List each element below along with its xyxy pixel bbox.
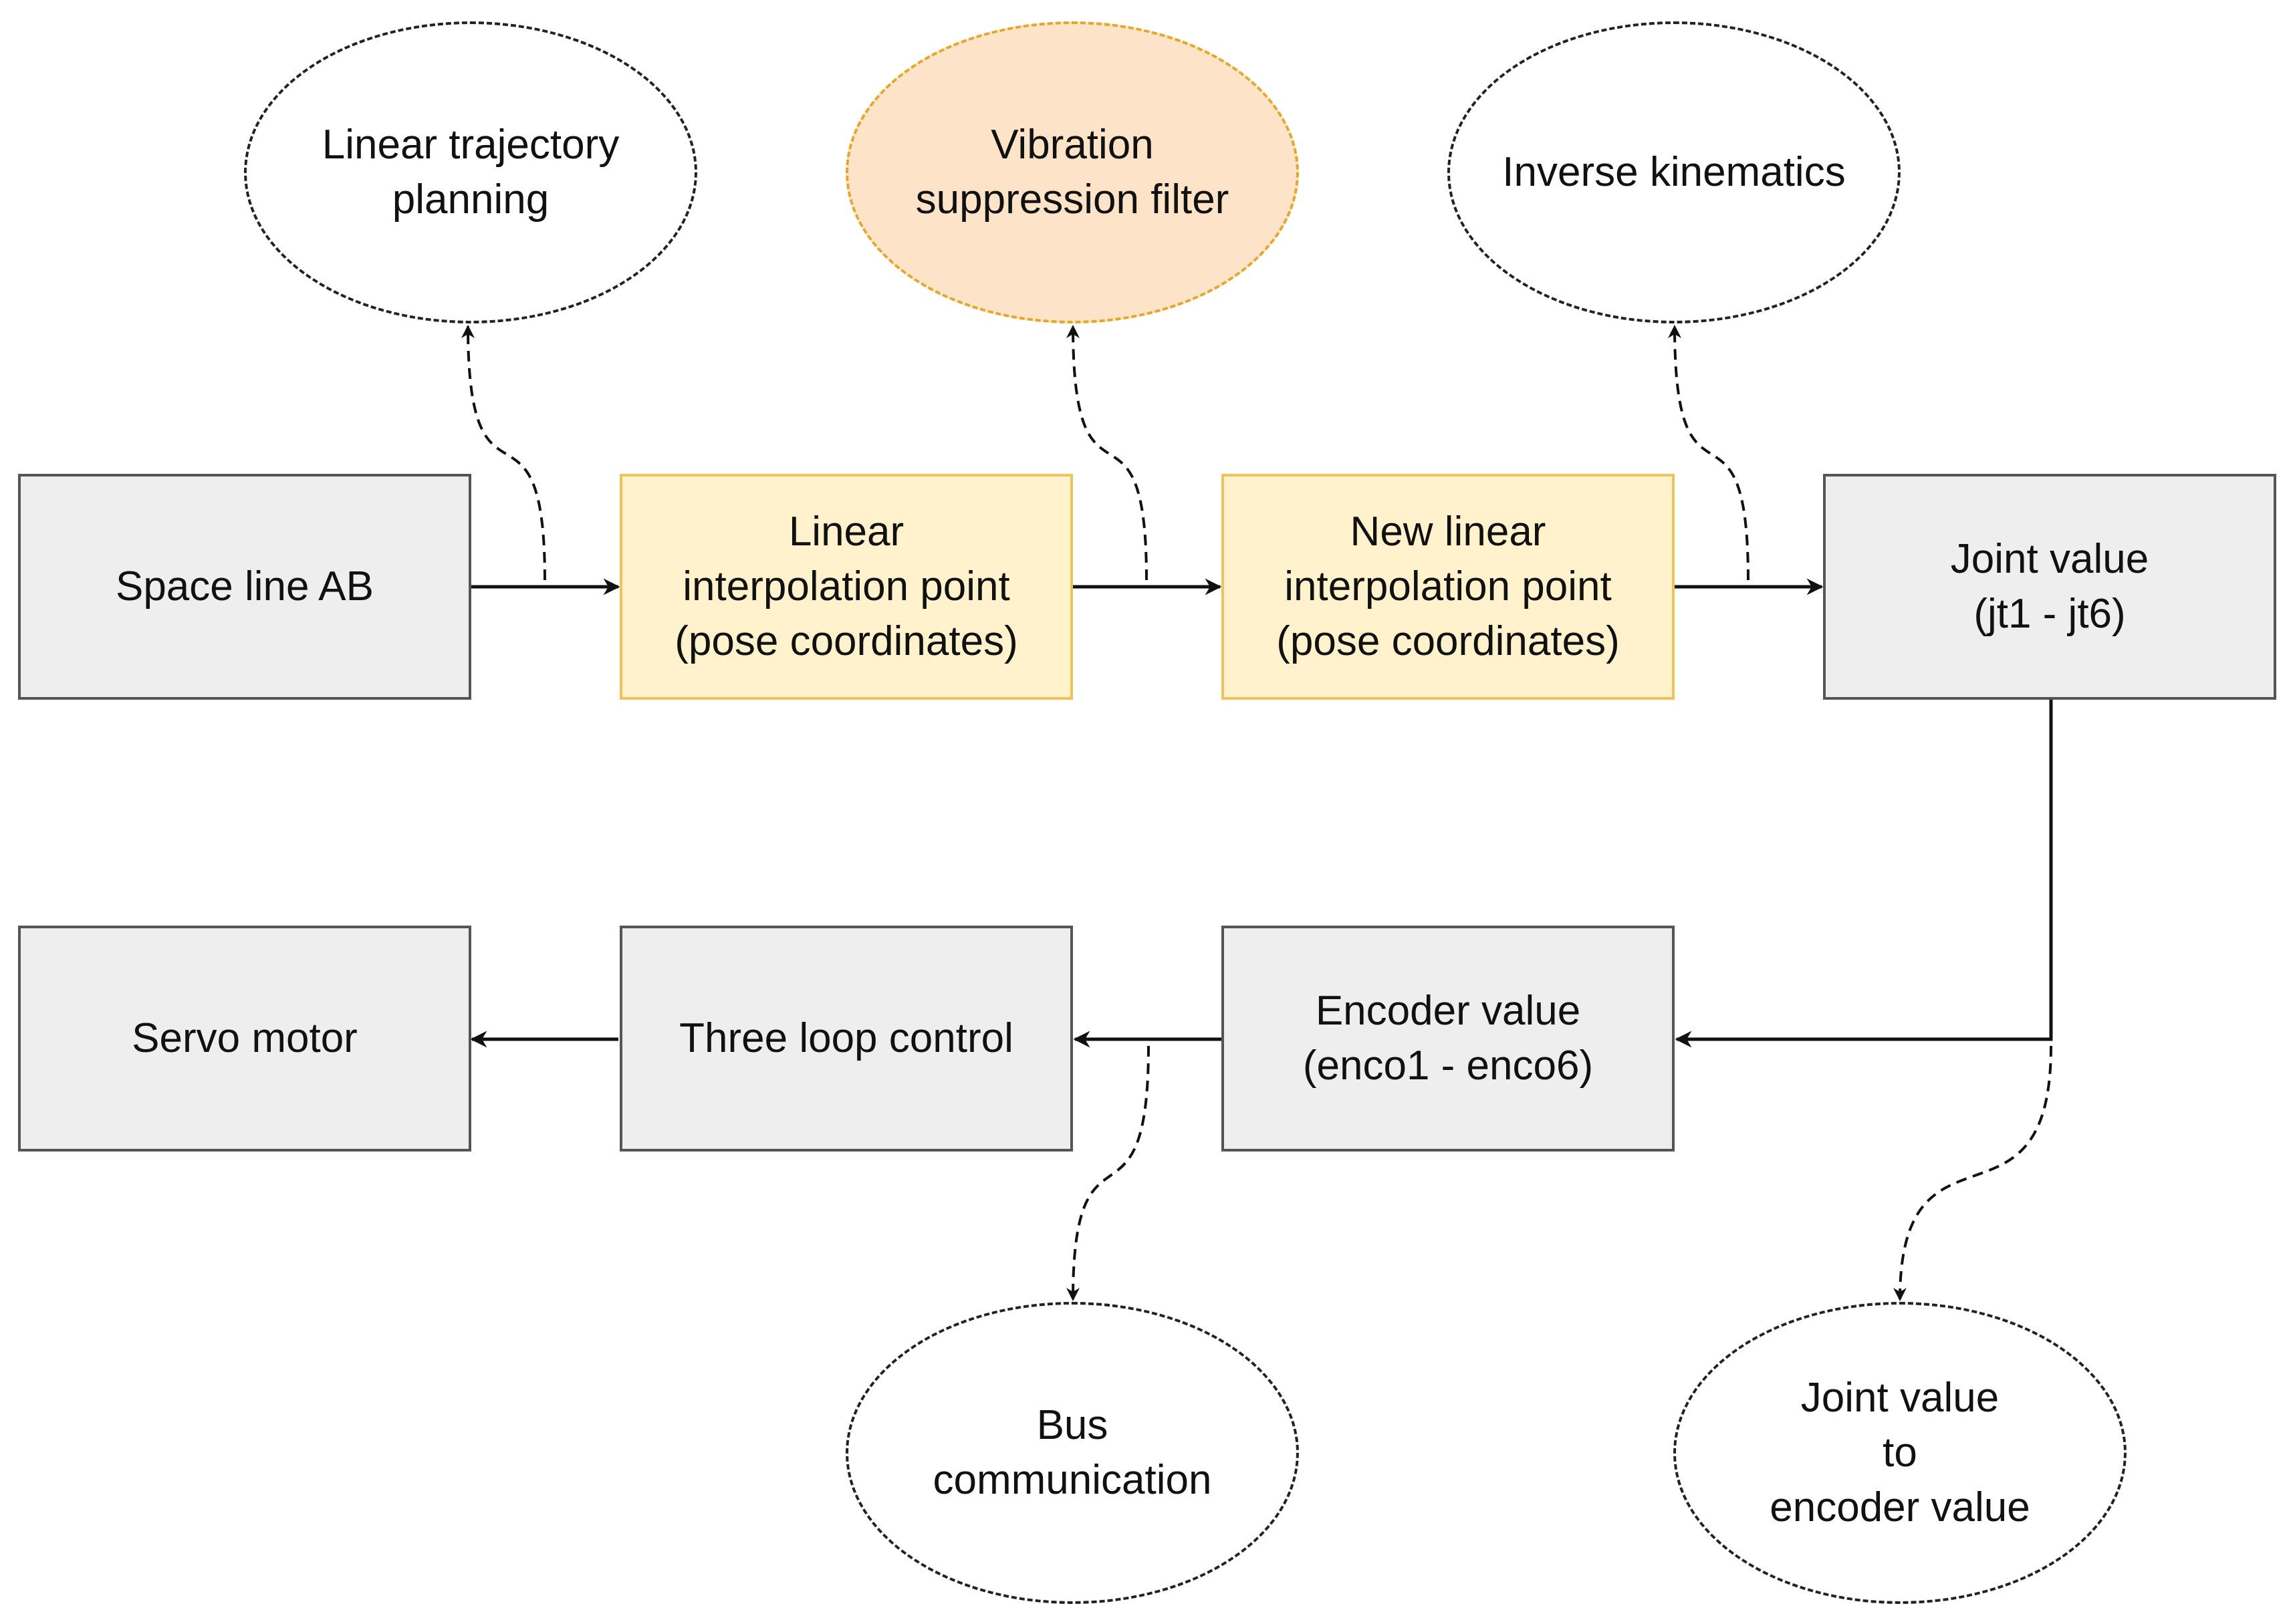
space-line-ab-box: Space line AB <box>18 474 471 700</box>
joint-value-to-encoder-value-label: Joint value to encoder value <box>1770 1375 2030 1530</box>
inverse-kinematics-oval: Inverse kinematics <box>1447 21 1901 323</box>
dashed-link-linear-trajectory <box>461 325 546 581</box>
new-linear-interpolation-point-box: New linear interpolation point (pose coo… <box>1221 474 1675 700</box>
linear-trajectory-planning-oval: Linear trajectory planning <box>244 21 697 323</box>
dashed-link-bus-communication <box>1066 1045 1150 1301</box>
joint-value-to-encoder-value-oval: Joint value to encoder value <box>1673 1302 2127 1604</box>
encoder-value-box: Encoder value (enco1 - enco6) <box>1221 926 1675 1152</box>
three-loop-control-label: Three loop control <box>679 1015 1013 1061</box>
vibration-suppression-filter-label: Vibration suppression filter <box>915 122 1229 223</box>
joint-value-label: Joint value (jt1 - jt6) <box>1950 536 2149 637</box>
vibration-suppression-filter-oval: Vibration suppression filter <box>846 21 1299 323</box>
servo-motor-box: Servo motor <box>18 926 471 1152</box>
bus-communication-label: Bus communication <box>933 1402 1212 1503</box>
dashed-link-vibration-filter <box>1066 325 1148 581</box>
new-linear-interpolation-point-label: New linear interpolation point (pose coo… <box>1276 509 1620 664</box>
linear-interpolation-point-box: Linear interpolation point (pose coordin… <box>620 474 1073 700</box>
bus-communication-oval: Bus communication <box>846 1302 1299 1604</box>
dashed-link-joint-to-encoder <box>1893 1045 2052 1301</box>
servo-motor-label: Servo motor <box>132 1015 358 1061</box>
encoder-value-label: Encoder value (enco1 - enco6) <box>1302 988 1594 1089</box>
linear-trajectory-planning-label: Linear trajectory planning <box>322 122 620 223</box>
three-loop-control-box: Three loop control <box>620 926 1073 1152</box>
joint-value-box: Joint value (jt1 - jt6) <box>1823 474 2276 700</box>
inverse-kinematics-label: Inverse kinematics <box>1502 149 1846 195</box>
linear-interpolation-point-label: Linear interpolation point (pose coordin… <box>675 509 1018 664</box>
arrow-joint-value-to-encoder-value <box>1675 700 2053 1048</box>
space-line-ab-label: Space line AB <box>115 563 374 610</box>
dashed-link-inverse-kinematics <box>1668 325 1749 581</box>
